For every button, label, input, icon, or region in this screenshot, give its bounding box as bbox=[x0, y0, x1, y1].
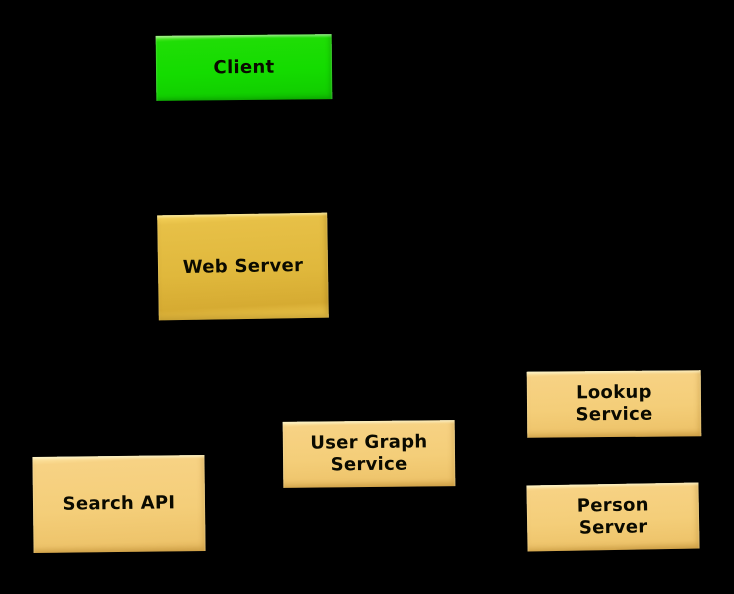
node-web-server-label: Web Server bbox=[182, 254, 304, 278]
node-user-graph-service-label: User Graph Service bbox=[310, 431, 428, 476]
node-search-api-label: Search API bbox=[62, 492, 176, 515]
node-web-server: Web Server bbox=[157, 212, 329, 321]
node-client-label: Client bbox=[213, 56, 275, 78]
node-search-api: Search API bbox=[32, 454, 206, 554]
node-user-graph-service: User Graph Service bbox=[282, 420, 456, 488]
node-client: Client bbox=[155, 34, 333, 101]
node-person-server: Person Server bbox=[526, 482, 700, 552]
node-lookup-service: Lookup Service bbox=[526, 370, 702, 438]
node-person-server-label: Person Server bbox=[576, 494, 649, 539]
node-lookup-service-label: Lookup Service bbox=[575, 381, 653, 426]
